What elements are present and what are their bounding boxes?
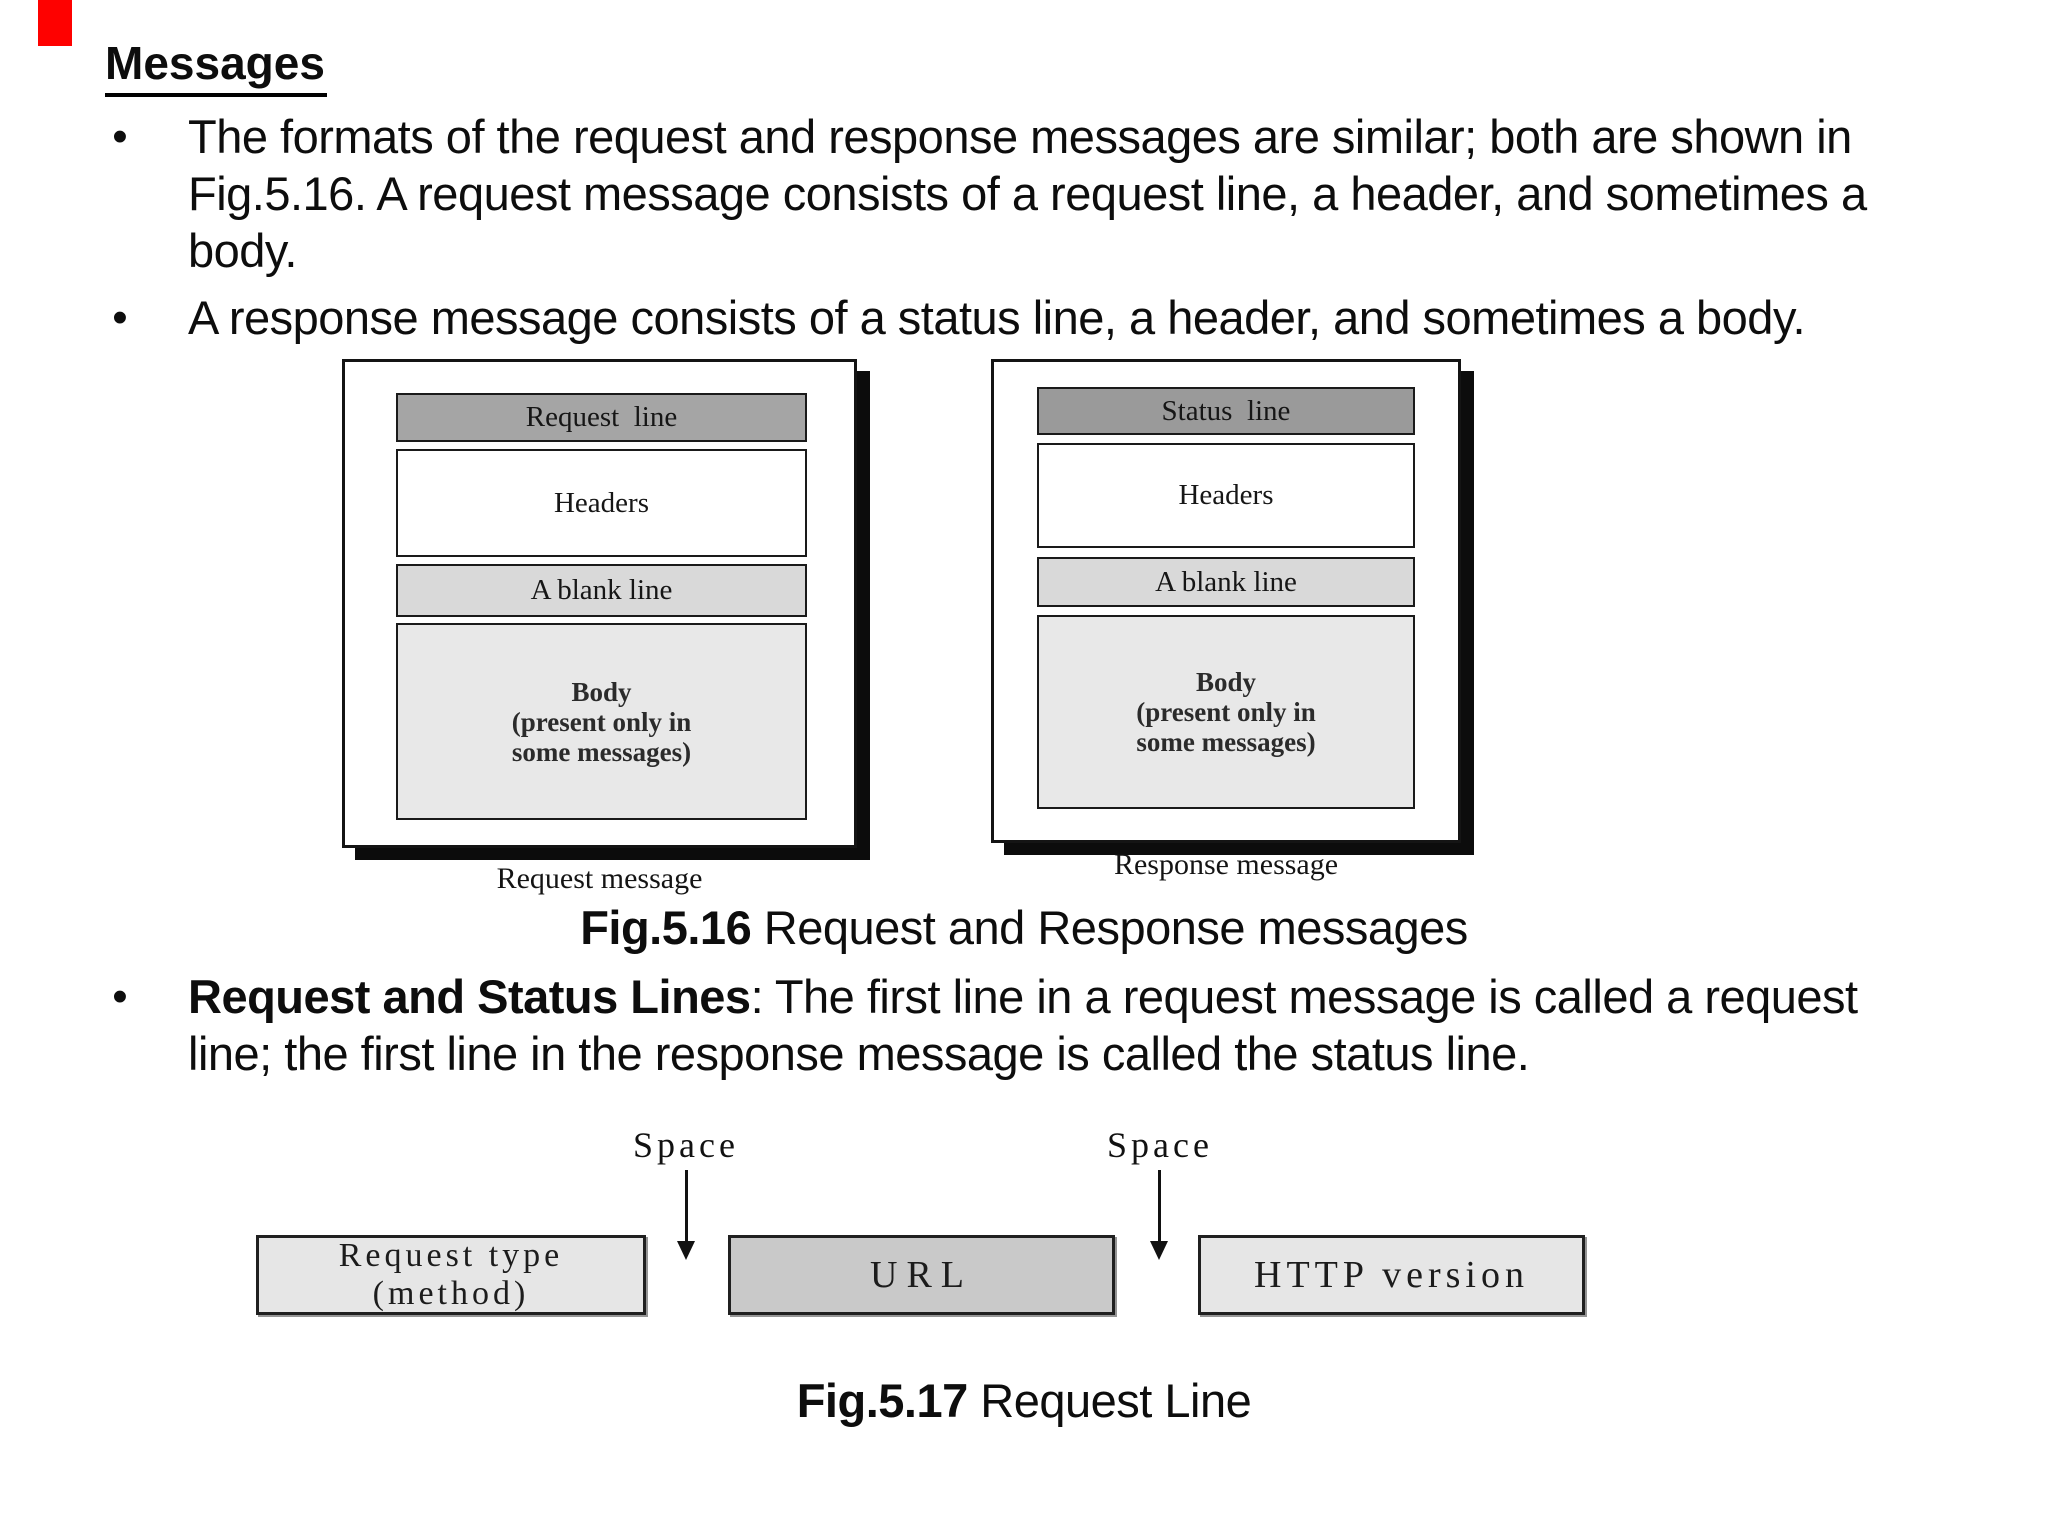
fig-5-17-caption: Fig.5.17 Request Line bbox=[0, 1373, 2048, 1428]
red-accent-bar bbox=[38, 0, 72, 46]
response-headers-box: Headers bbox=[1037, 443, 1415, 548]
space-label-left: Space bbox=[633, 1125, 739, 1165]
request-message-diagram: Request line Headers A blank line Body (… bbox=[342, 359, 857, 848]
page-title-text: Messages bbox=[105, 36, 327, 97]
response-blank-line-box: A blank line bbox=[1037, 557, 1415, 607]
bullet-1-line-1: The formats of the request and response … bbox=[188, 110, 1852, 163]
body-line: Body bbox=[571, 676, 632, 707]
space-label-right: Space bbox=[1107, 1125, 1213, 1165]
bullet-1-line-3: body. bbox=[188, 224, 298, 277]
page-title: Messages bbox=[105, 36, 327, 97]
response-body-text: Body (present only in some messages) bbox=[1136, 667, 1316, 757]
request-message-caption: Request message bbox=[496, 862, 703, 895]
down-arrow-right-head bbox=[1150, 1241, 1168, 1260]
body-line: some messages) bbox=[1136, 727, 1316, 757]
request-blank-line-box: A blank line bbox=[396, 564, 807, 617]
bullet-marker: • bbox=[112, 112, 128, 161]
response-message-diagram: Status line Headers A blank line Body (p… bbox=[991, 359, 1461, 843]
bullet-3-text: Request and Status Lines: The first line… bbox=[188, 968, 1988, 1082]
down-arrow-left-head bbox=[677, 1241, 695, 1260]
request-type-box: Request type (method) bbox=[256, 1235, 646, 1315]
body-line: Body bbox=[1195, 667, 1257, 697]
bullet-1-line-2: Fig.5.16. A request message consists of … bbox=[188, 167, 1867, 220]
fig-5-16-label: Fig.5.16 bbox=[580, 901, 752, 954]
request-headers-box: Headers bbox=[396, 449, 807, 557]
bullet-3-line-1-rest: : The first line in a request message is… bbox=[750, 970, 1859, 1023]
fig-5-17-label: Fig.5.17 bbox=[796, 1374, 969, 1427]
bullet-1-text: The formats of the request and response … bbox=[188, 108, 1988, 279]
down-arrow-left bbox=[685, 1170, 688, 1242]
url-box: URL bbox=[728, 1235, 1115, 1315]
response-message-caption: Response message bbox=[1113, 848, 1339, 881]
bullet-2-line-1: A response message consists of a status … bbox=[188, 291, 1806, 344]
bullet-marker: • bbox=[112, 972, 128, 1021]
body-line: (present only in bbox=[511, 706, 692, 737]
request-body-box: Body (present only in some messages) bbox=[396, 623, 807, 820]
bullet-2-text: A response message consists of a status … bbox=[188, 289, 1988, 346]
bullet-3-bold-lead: Request and Status Lines bbox=[188, 970, 751, 1023]
request-line-box: Request line bbox=[396, 393, 807, 442]
fig-5-16-caption-text: Request and Response messages bbox=[751, 901, 1469, 954]
request-type-line-2: (method) bbox=[372, 1275, 530, 1312]
request-body-text: Body (present only in some messages) bbox=[512, 677, 692, 767]
bullet-marker: • bbox=[112, 293, 128, 342]
response-body-box: Body (present only in some messages) bbox=[1037, 615, 1415, 809]
fig-5-17-caption-text: Request Line bbox=[967, 1374, 1252, 1427]
body-line: some messages) bbox=[511, 736, 692, 767]
body-line: (present only in bbox=[1136, 697, 1316, 727]
fig-5-16-caption: Fig.5.16 Request and Response messages bbox=[0, 900, 2048, 955]
bullet-3-line-1: Request and Status Lines: The first line… bbox=[188, 968, 1988, 1025]
bullet-3-line-2: line; the first line in the response mes… bbox=[188, 1027, 1530, 1080]
request-type-line-1: Request type bbox=[338, 1237, 564, 1274]
http-version-box: HTTP version bbox=[1198, 1235, 1585, 1315]
status-line-box: Status line bbox=[1037, 387, 1415, 435]
down-arrow-right bbox=[1158, 1170, 1161, 1242]
